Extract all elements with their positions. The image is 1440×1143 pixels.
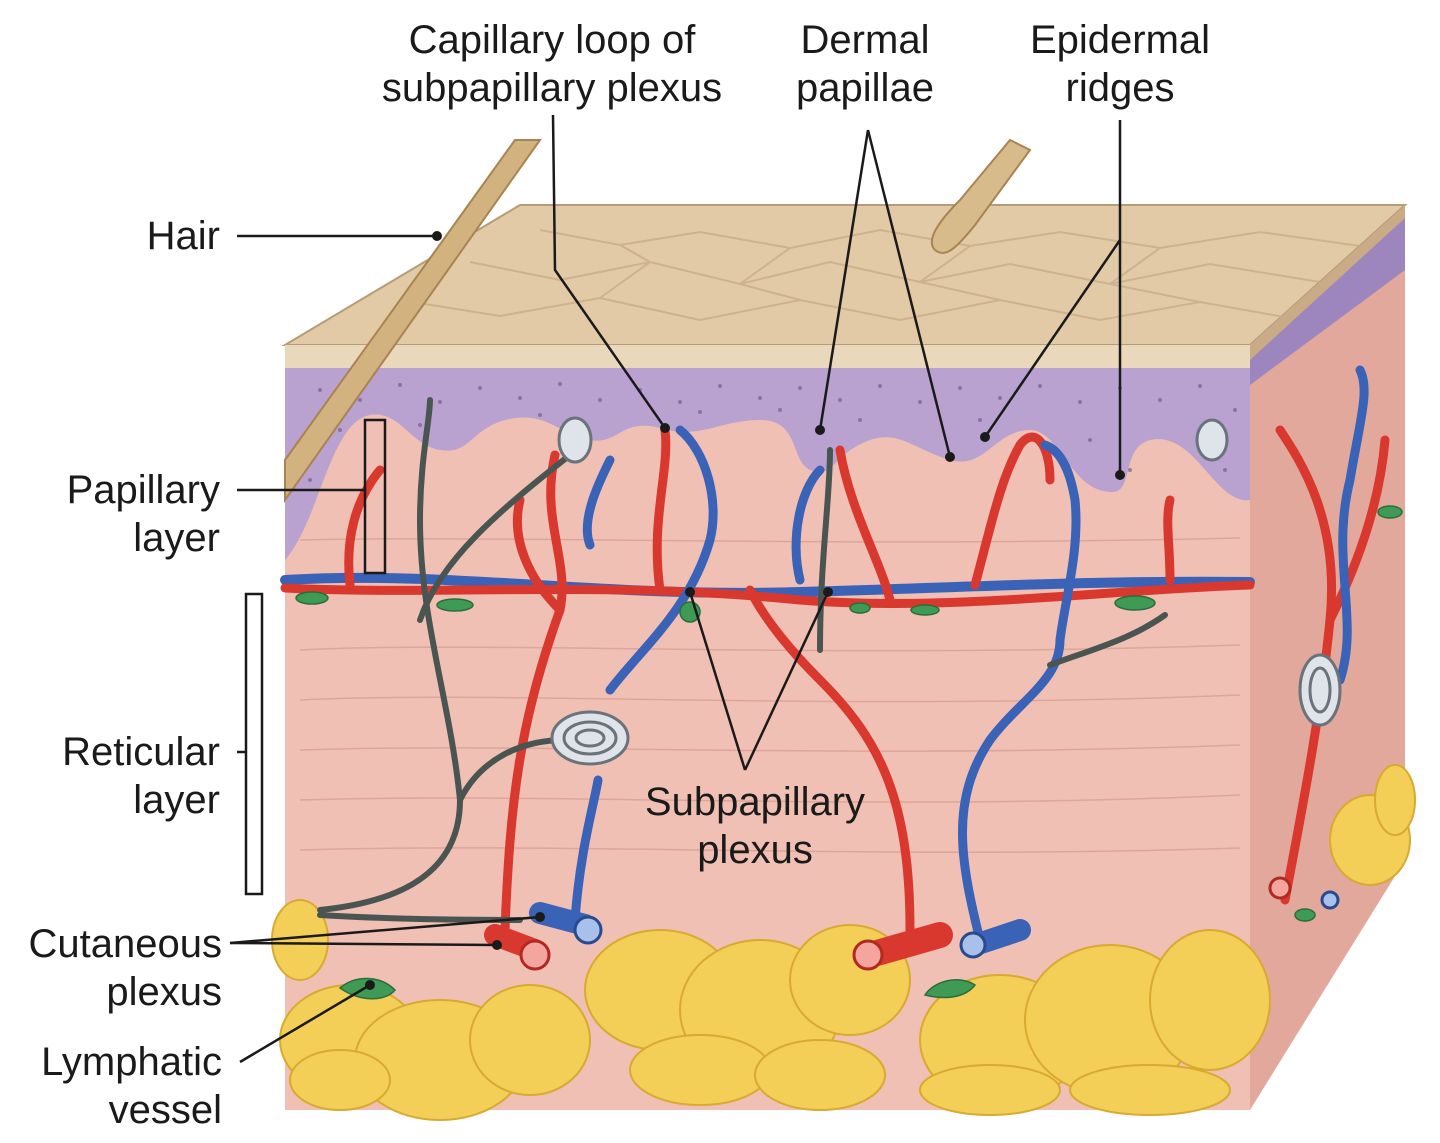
stratum-corneum bbox=[285, 345, 1250, 368]
label-hair: Hair bbox=[60, 212, 220, 260]
